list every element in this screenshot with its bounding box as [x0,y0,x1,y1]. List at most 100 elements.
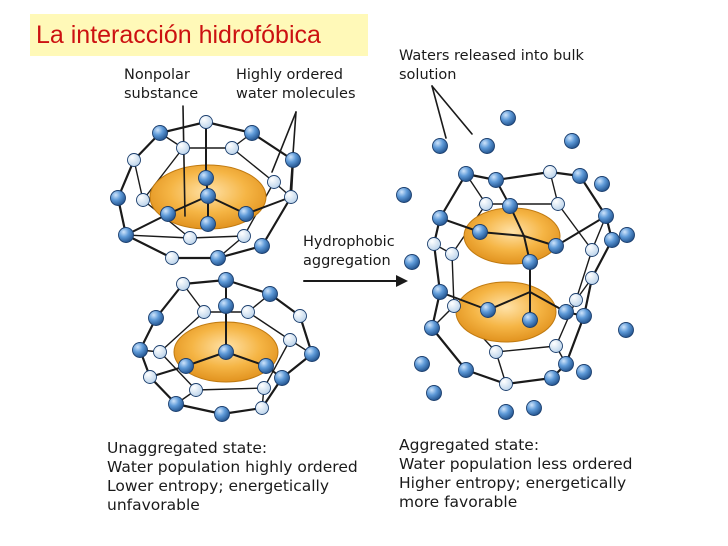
water-molecule [488,172,504,188]
water-molecule [198,170,214,186]
left-caption-line4: unfavorable [107,496,200,514]
water-molecule-back [199,115,213,129]
cage-back-bond [195,387,265,391]
water-molecule [132,342,148,358]
water-molecule [244,125,260,141]
water-molecule-back [284,190,298,204]
water-molecule [258,358,274,374]
water-molecule-back [585,243,599,257]
water-molecule [285,152,301,168]
water-molecule [168,396,184,412]
water-molecule [498,404,514,420]
water-molecule-back [543,165,557,179]
water-molecule-back [127,153,141,167]
water-molecule [432,210,448,226]
cage-back-bond [575,249,593,301]
cage-bond [245,196,292,215]
water-molecule-back [255,401,269,415]
water-molecule [480,302,496,318]
water-molecule-back [569,293,583,307]
water-molecule [572,168,588,184]
water-molecule [160,206,176,222]
cage-back-bond [189,235,245,239]
water-molecule [396,187,412,203]
ordered-water-pointer-line [271,111,297,173]
water-molecule-back [165,251,179,265]
cage-bond [260,195,293,248]
cage-bond [494,170,552,182]
water-molecule-back [257,381,271,395]
released-water-label-line2: solution [399,67,457,83]
ordered-water-label-line1: Highly ordered [236,67,344,83]
process-label-line2: aggregation [303,253,391,269]
water-molecule [458,362,474,378]
water-molecule-back [189,383,203,397]
water-molecule [118,227,134,243]
water-molecule [432,284,448,300]
right-caption-line3: Higher entropy; energetically [399,474,627,492]
water-molecule-back [267,175,281,189]
nonpolar-label-line2: substance [124,86,199,102]
water-molecule [218,298,234,314]
cage-back-bond [557,203,593,251]
cage-bond [564,314,586,366]
cage-bond [432,242,442,294]
water-molecule [544,370,560,386]
water-molecule [304,346,320,362]
water-molecule [200,216,216,232]
water-molecule [564,133,580,149]
right-caption-line1: Aggregated state: [399,436,540,454]
water-molecule [526,400,542,416]
right-caption-line2: Water population less ordered [399,455,633,473]
water-molecule-back [479,197,493,211]
cage-bond [438,172,468,220]
water-molecule-back [445,247,459,261]
water-molecule [424,320,440,336]
water-molecule-back [293,309,307,323]
water-molecule [238,206,254,222]
cage-bond [555,215,607,247]
water-molecule [558,356,574,372]
cage-bond [578,174,608,218]
ordered-water-label-line2: water molecules [236,86,356,102]
cage-back-bond [159,311,205,353]
water-molecule [218,344,234,360]
water-molecule [522,312,538,328]
released-water-label-line1: Waters released into bulk [399,48,584,64]
water-molecule-back [153,345,167,359]
water-molecule [576,308,592,324]
water-molecule-back [489,345,503,359]
water-molecule [210,250,226,266]
water-molecule [598,208,614,224]
released-water-pointer-line [431,85,447,139]
page-title: La interacción hidrofóbica [36,21,321,49]
water-molecule [594,176,610,192]
nonpolar-substance [455,281,557,343]
water-molecule [604,232,620,248]
cage-back-bond [247,311,291,341]
water-molecule-back [549,339,563,353]
water-molecule [200,188,216,204]
water-molecule [148,310,164,326]
water-molecule-back [551,197,565,211]
water-molecule-back [197,305,211,319]
title-highlight [30,14,368,56]
water-molecule-back [237,229,251,243]
cage-back-bond [495,345,557,353]
water-molecule [548,238,564,254]
process-label-line1: Hydrophobic [303,234,395,250]
water-molecule-back [427,237,441,251]
water-molecule [152,125,168,141]
water-molecule-back [136,193,150,207]
water-molecule-back [183,231,197,245]
cage-back-bond [231,147,275,183]
water-molecule-back [447,299,461,313]
nonpolar-label-line1: Nonpolar [124,67,190,83]
water-molecule [110,190,126,206]
water-molecule [458,166,474,182]
water-molecule [274,370,290,386]
released-water-pointer-line [431,85,473,135]
cage-back-bond [125,234,191,239]
left-caption-line3: Lower entropy; energetically [107,477,330,495]
